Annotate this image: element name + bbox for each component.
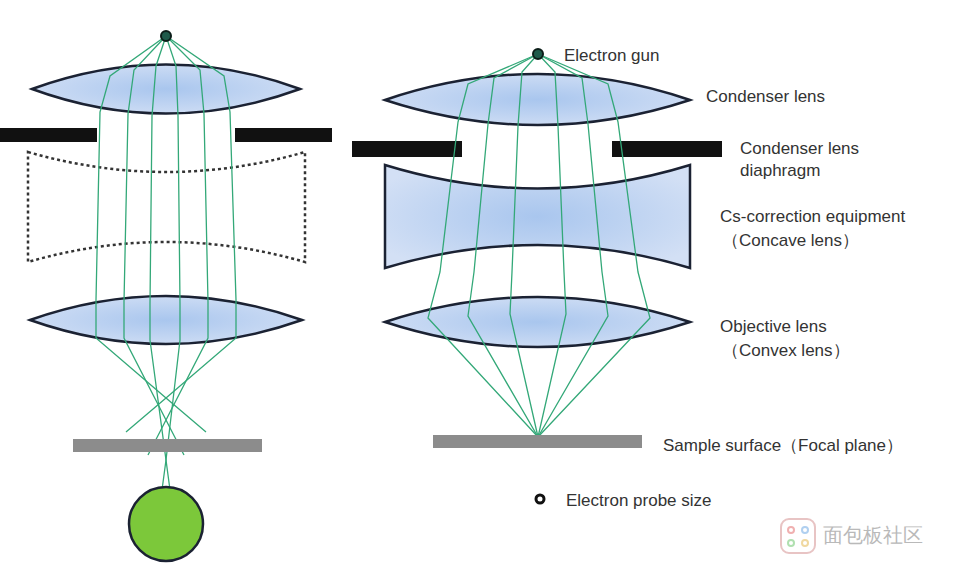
watermark: 面包板社区 [823, 524, 923, 546]
electron-rays [96, 36, 236, 490]
part-label: Condenser lens [706, 86, 825, 108]
diaphragm [612, 141, 722, 157]
part-label: Condenser lens diaphragm [740, 138, 890, 182]
absent-corrector [28, 152, 305, 262]
part-label: Sample surface（Focal plane） [663, 435, 903, 457]
diaphragm [0, 128, 97, 142]
large-probe [129, 487, 203, 561]
diaphragm [352, 141, 462, 157]
small-probe [536, 495, 544, 503]
sample-surface [433, 435, 642, 448]
electron-gun [533, 49, 543, 59]
part-label: （Convex lens） [722, 340, 850, 362]
part-label: Electron probe size [566, 490, 712, 512]
concave-lens [385, 165, 690, 268]
electron-rays [428, 54, 650, 437]
condenser-lens [32, 65, 300, 114]
diaphragm [235, 128, 332, 142]
watermark-icon [781, 519, 815, 553]
part-label: Objective lens [720, 316, 827, 338]
objective-lens [30, 296, 302, 344]
part-label: （Concave lens） [722, 230, 859, 252]
sample-surface [73, 439, 262, 452]
part-label: Electron gun [564, 45, 659, 67]
condenser-lens [385, 74, 690, 125]
objective-lens [385, 297, 690, 347]
part-label: Cs-correction equipment [720, 206, 905, 228]
electron-gun [161, 31, 171, 41]
